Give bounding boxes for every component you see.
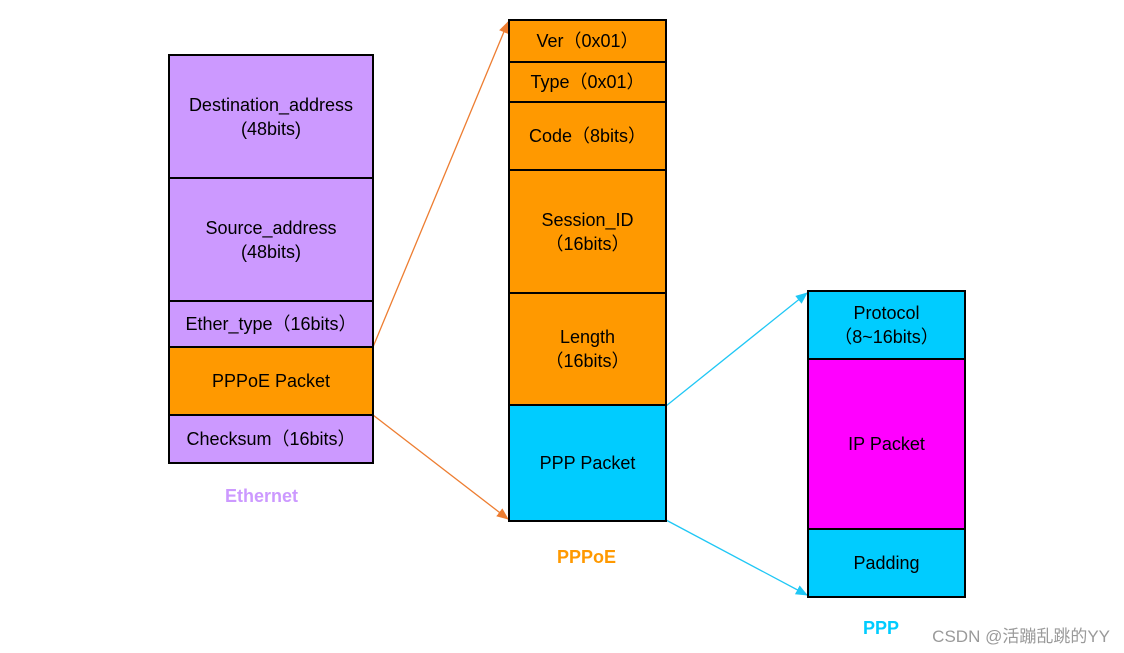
destination-address-field: Destination_address (48bits): [168, 54, 374, 179]
session-id-field: Session_ID （16bits）: [508, 169, 667, 294]
pppoe-caption: PPPoE: [557, 547, 617, 567]
ppp-bottom-arrow: [665, 519, 808, 596]
ppp-frame: Protocol （8~16bits） IP Packet Padding: [807, 290, 966, 598]
pppoe-top-arrow: [372, 21, 509, 348]
ppp-top-arrow: [665, 292, 808, 407]
ip-packet-field: IP Packet: [807, 358, 966, 530]
ethernet-caption: Ethernet: [225, 486, 299, 506]
ppp-packet-field: PPP Packet: [508, 404, 667, 522]
ppp-caption: PPP: [863, 618, 900, 638]
pppoe-frame: Ver（0x01） Type（0x01） Code（8bits） Session…: [508, 19, 667, 522]
ethernet-frame: Destination_address (48bits) Source_addr…: [168, 54, 374, 464]
length-field: Length （16bits）: [508, 292, 667, 406]
pppoe-packet-field: PPPoE Packet: [168, 346, 374, 416]
ether-type-field: Ether_type（16bits）: [168, 300, 374, 348]
source-address-field: Source_address (48bits): [168, 177, 374, 302]
code-field: Code（8bits）: [508, 101, 667, 171]
checksum-field: Checksum（16bits）: [168, 414, 374, 464]
ver-field: Ver（0x01）: [508, 19, 667, 63]
type-field: Type（0x01）: [508, 61, 667, 103]
padding-field: Padding: [807, 528, 966, 598]
protocol-field: Protocol （8~16bits）: [807, 290, 966, 360]
pppoe-bottom-arrow: [372, 414, 509, 520]
csdn-watermark: CSDN @活蹦乱跳的YY: [932, 627, 1110, 646]
